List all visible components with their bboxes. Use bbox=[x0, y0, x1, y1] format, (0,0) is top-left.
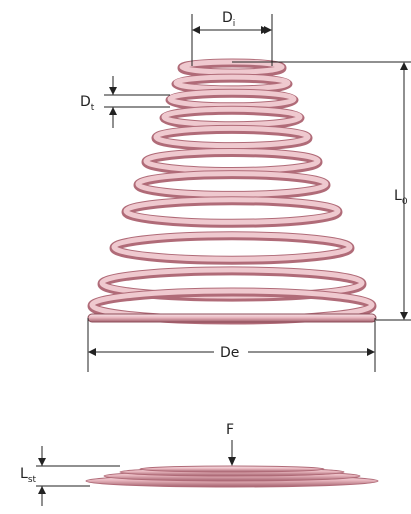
outer-diameter-label: De bbox=[220, 345, 239, 361]
coil-highlight bbox=[135, 171, 329, 197]
spring-coils bbox=[87, 58, 377, 325]
coil-highlight bbox=[167, 89, 297, 109]
coil-highlight bbox=[161, 106, 303, 128]
coil-highlight bbox=[111, 232, 353, 262]
force-arrow: F bbox=[226, 422, 236, 466]
inner-diameter-label: Di bbox=[222, 10, 235, 29]
solid-length-label: Lst bbox=[20, 466, 37, 485]
coil-highlight bbox=[153, 125, 311, 149]
wire-diameter-label: Dt bbox=[80, 94, 95, 113]
spring-base-coil bbox=[87, 313, 377, 323]
compressed-spring bbox=[85, 465, 379, 488]
coil-highlight bbox=[123, 197, 341, 225]
wire-diameter-dimension: Dt bbox=[80, 76, 170, 128]
inner-diameter-dimension: Di bbox=[191, 10, 273, 66]
outer-diameter-dimension: De bbox=[87, 318, 376, 372]
solid-length-dimension: Lst bbox=[20, 446, 120, 506]
force-label: F bbox=[226, 422, 234, 438]
free-length-label: L0 bbox=[394, 188, 408, 207]
free-length-dimension: L0 bbox=[232, 61, 411, 321]
